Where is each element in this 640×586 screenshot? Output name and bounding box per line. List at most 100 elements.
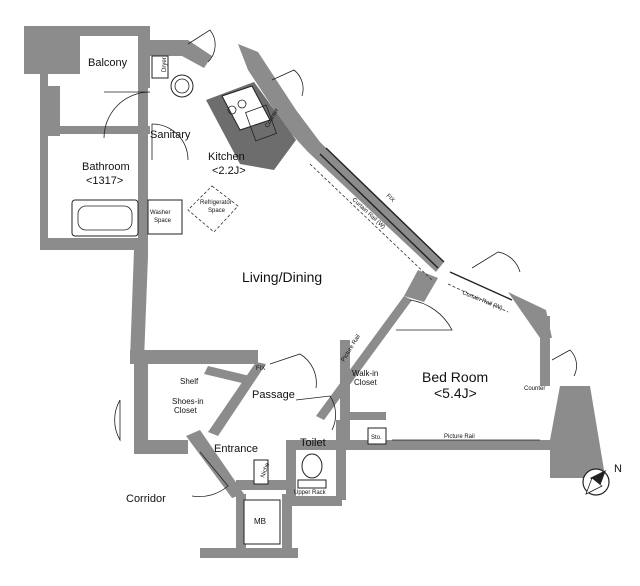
refrigerator-label: Refrigerator <box>200 200 232 206</box>
entrance-door <box>191 451 229 497</box>
bedroom-curtain-rail <box>447 283 509 313</box>
toilet-right-wall <box>336 420 346 500</box>
kitchen-top-wall <box>150 40 212 68</box>
niche-box <box>253 459 269 485</box>
curtain-rail-line <box>309 163 433 281</box>
mb-bottom-wall <box>200 548 298 558</box>
bedroom-right-vertical-wall <box>540 316 550 386</box>
toilet-top-wall <box>286 440 342 450</box>
sanitary-door <box>151 123 189 161</box>
washer-space <box>147 199 183 235</box>
bathroom-label: Bathroom <box>82 161 130 173</box>
fix-mid-label: FIX <box>256 366 265 372</box>
corridor-label: Corridor <box>126 493 166 505</box>
dryer-box <box>151 55 169 79</box>
sanitary-sink <box>170 74 194 98</box>
walls <box>24 26 604 558</box>
compass-north-label: N <box>614 463 622 475</box>
kitchen-sink <box>245 104 277 142</box>
stove-burner <box>237 99 247 109</box>
windows <box>309 147 540 441</box>
kitchen-label: Kitchen <box>208 151 245 163</box>
mb-right-wall <box>282 494 292 554</box>
corridor-door <box>114 399 121 442</box>
compass-needle-south <box>585 477 603 495</box>
living-left-wall <box>130 250 148 360</box>
shelf-wall <box>204 366 250 384</box>
balcony-right-wall <box>138 26 150 88</box>
counter-label: Counter <box>524 386 545 392</box>
walkin-label-2: Closet <box>354 378 377 387</box>
diagonal-exterior-wall <box>238 44 444 272</box>
balcony-label: Balcony <box>88 57 128 69</box>
toilet-bottom-wall <box>286 496 342 506</box>
refrigerator-label-2: Space <box>208 208 226 214</box>
shoes-closet-label: Shoes-in <box>172 397 204 406</box>
shoes-closet-label-2: Closet <box>174 406 197 415</box>
balcony-top-wall <box>80 26 148 36</box>
passage-label: Passage <box>252 389 295 401</box>
bedroom-side-window <box>551 349 577 377</box>
living-bottom-wall <box>130 350 258 364</box>
bathroom-bottom-wall <box>40 238 148 250</box>
sink-wall <box>48 86 60 136</box>
walkin-label: Walk-in <box>352 369 378 378</box>
passage-left-wall <box>208 362 266 436</box>
compass: N <box>582 463 622 496</box>
entry-left-wall <box>134 360 148 444</box>
fix-top-label: FIX <box>385 193 396 204</box>
washer-label: Washer <box>150 210 170 216</box>
bedroom-corner-block <box>550 386 604 478</box>
passage-door <box>269 353 317 389</box>
sto-label: Sto. <box>371 435 382 441</box>
window-fix-line-1 <box>325 147 445 263</box>
bathroom-size-label: <1317> <box>86 175 123 187</box>
upper-rack-label: Upper Rack <box>294 490 327 496</box>
bathtub-basin <box>77 205 133 231</box>
toilet-bowl <box>301 453 323 479</box>
sink-drain <box>174 78 190 94</box>
storage-box <box>367 427 387 445</box>
mb-box <box>243 499 281 545</box>
entrance-left-wall <box>186 430 244 498</box>
bedroom-window-door <box>471 251 521 273</box>
walkin-bottom-wall <box>340 412 386 420</box>
mb-left-wall <box>236 494 246 554</box>
kitchen-counter <box>221 85 271 131</box>
bathtub <box>71 199 139 237</box>
kitchen-size-label: <2.2J> <box>212 165 246 177</box>
entrance-bottom-wall <box>236 480 292 490</box>
entry-bottom-wall <box>134 440 188 454</box>
bedroom-size-label: <5.4J> <box>434 385 477 401</box>
washer-label-2: Space <box>154 218 172 224</box>
compass-needle-north <box>590 470 606 486</box>
living-dining-label: Living/Dining <box>242 269 322 285</box>
balcony-wall-block <box>24 26 80 74</box>
picture-rail-label-2: Picture Rail <box>444 434 475 440</box>
partition-column <box>404 270 438 302</box>
bedroom-door <box>396 299 453 331</box>
walkin-left-wall <box>340 340 350 440</box>
dryer-label: Dryer <box>162 57 168 72</box>
toilet-label: Toilet <box>300 437 326 449</box>
bedroom-label: Bed Room <box>422 369 488 385</box>
toilet-left-wall <box>286 446 296 496</box>
bedroom-bottom-wall <box>340 440 552 450</box>
fixtures <box>71 55 387 545</box>
toilet-door <box>295 395 336 431</box>
stove-burner <box>227 105 237 115</box>
entrance-label: Entrance <box>214 443 258 455</box>
bedroom-window-line <box>449 271 513 301</box>
left-exterior-wall <box>40 74 48 250</box>
bath-right-wall <box>138 88 148 238</box>
balcony-sanitary-door <box>103 91 151 139</box>
sanitary-label: Sanitary <box>150 129 191 141</box>
balcony-door <box>187 29 216 63</box>
refrigerator-space <box>187 185 239 233</box>
niche-label: Niche <box>260 462 271 479</box>
window-fix-line-2 <box>319 153 439 269</box>
mb-label: MB <box>254 517 266 526</box>
kitchen-window-door <box>271 69 304 97</box>
doors <box>103 29 577 497</box>
